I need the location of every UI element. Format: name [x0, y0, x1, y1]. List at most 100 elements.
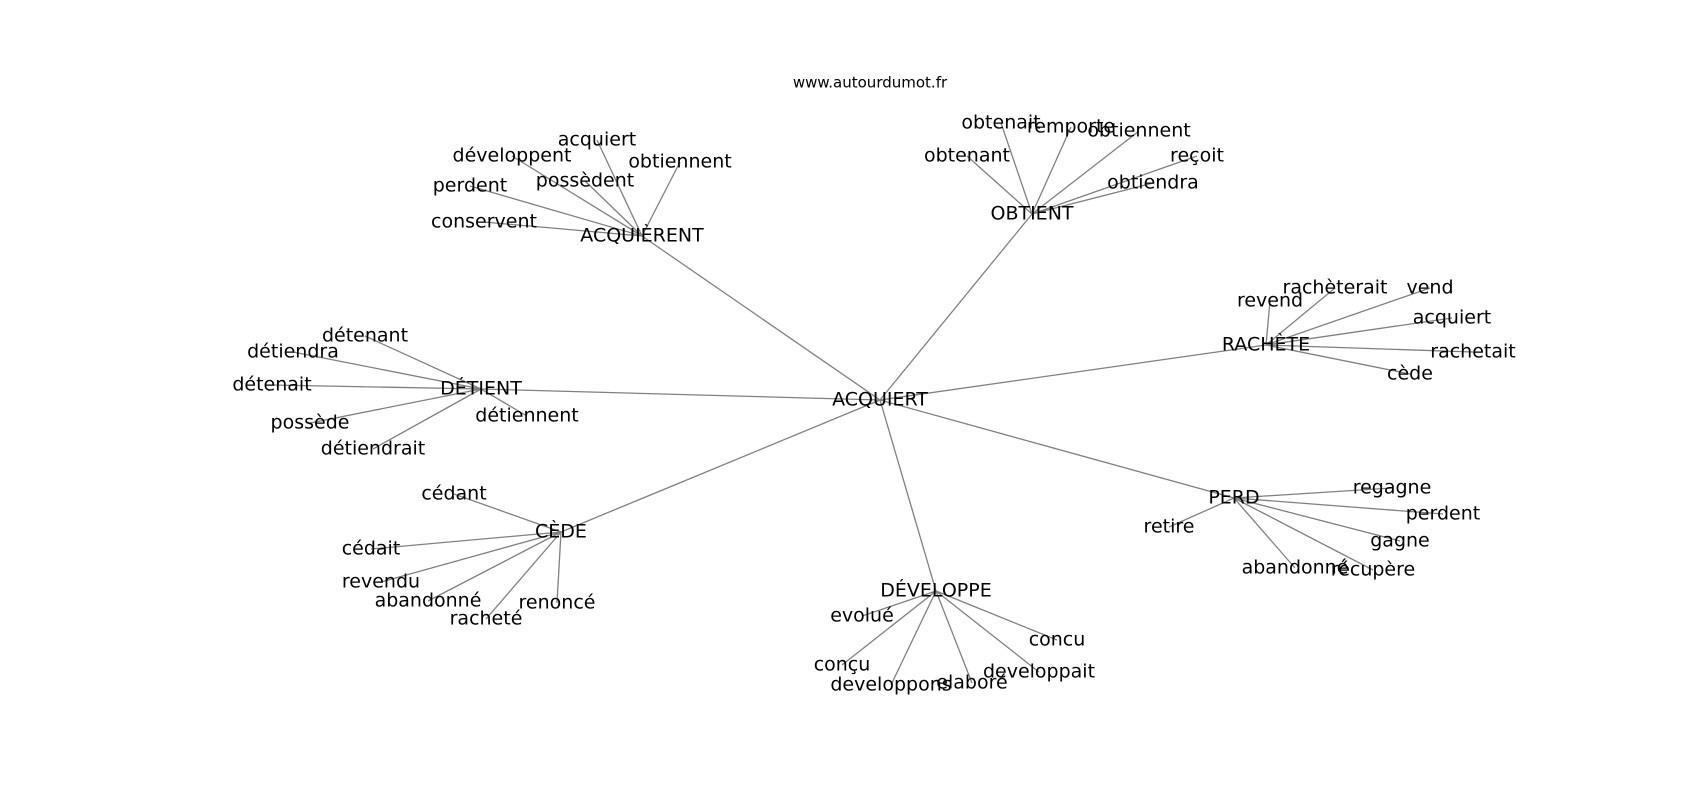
edge-perd-retire — [1168, 497, 1235, 528]
hub-node-perd[interactable]: PERD — [1208, 487, 1259, 509]
leaf-node-retire[interactable]: retire — [1144, 516, 1195, 538]
edge-perd-regagne — [1233, 487, 1393, 499]
leaf-node-recoit[interactable]: reçoit — [1170, 145, 1224, 167]
leaf-node-detenant[interactable]: détenant — [322, 325, 408, 347]
edge-acquierent-acquiert — [596, 139, 643, 237]
edge-cede-renonce — [556, 531, 562, 604]
edge-cede-revendu — [380, 531, 562, 583]
edge-center-perd — [879, 399, 1235, 499]
hub-node-cede[interactable]: CÈDE — [535, 520, 587, 543]
edge-acquierent-obtiennent — [641, 161, 681, 237]
leaf-node-obtenait[interactable]: obtenait — [961, 112, 1040, 134]
leaf-node-developpons[interactable]: developpons — [830, 674, 951, 696]
leaf-node-revend[interactable]: revend — [1237, 290, 1303, 312]
edge-rachete-racheterait — [1265, 287, 1336, 346]
edge-detient-detenait — [271, 384, 482, 390]
leaf-node-gagne[interactable]: gagne — [1370, 530, 1430, 552]
leaf-node-remporte[interactable]: remporte — [1027, 116, 1115, 138]
hub-node-rachete[interactable]: RACHÈTE — [1222, 333, 1310, 356]
edge-detient-detiendra — [292, 351, 482, 390]
edge-center-developpe — [879, 399, 937, 592]
edge-cede-cedait — [370, 531, 562, 550]
leaf-node-obtiennent[interactable]: obtiennent — [628, 151, 731, 173]
edge-obtient-obtenait — [1000, 122, 1033, 215]
hub-node-developpe[interactable]: DÉVELOPPE — [880, 579, 991, 602]
edge-perd-recupere — [1233, 497, 1374, 571]
hub-node-detient[interactable]: DÉTIENT — [440, 377, 522, 400]
edge-perd-gagne — [1233, 497, 1401, 542]
leaf-node-possedent[interactable]: possèdent — [536, 170, 634, 192]
edge-cede-abandonne — [427, 531, 562, 602]
leaf-node-vend[interactable]: vend — [1406, 277, 1453, 299]
edge-center-cede — [560, 399, 881, 533]
leaf-node-developpait[interactable]: developpait — [983, 661, 1095, 683]
center-node[interactable]: ACQUIERT — [832, 389, 928, 411]
edge-detient-detiendrait — [372, 388, 482, 450]
leaf-node-abandonne[interactable]: abandonné — [375, 590, 482, 612]
edge-detient-possede — [309, 388, 482, 424]
leaf-node-possede[interactable]: possède — [271, 412, 350, 434]
leaf-node-concu[interactable]: conçu — [814, 654, 871, 676]
leaf-node-detenait[interactable]: détenait — [232, 374, 311, 396]
edge-developpe-concu — [841, 590, 937, 666]
edge-center-acquierent — [641, 235, 881, 401]
leaf-node-concu[interactable]: concu — [1029, 629, 1086, 651]
edge-developpe-concu — [935, 590, 1058, 641]
edge-obtient-recoit — [1031, 155, 1198, 215]
leaf-node-perdent[interactable]: perdent — [1406, 503, 1480, 525]
edge-obtient-obtiendra — [1031, 182, 1154, 215]
edge-cede-cedant — [453, 493, 562, 533]
leaf-node-conservent[interactable]: conservent — [431, 211, 537, 233]
leaf-node-perdent[interactable]: perdent — [433, 175, 507, 197]
edge-rachete-vend — [1265, 287, 1431, 346]
edge-center-obtient — [879, 213, 1033, 401]
leaf-node-detiendra[interactable]: détiendra — [247, 341, 339, 363]
edge-acquierent-possedent — [584, 180, 643, 237]
leaf-node-developpent[interactable]: développent — [453, 145, 572, 167]
leaf-node-cedait[interactable]: cédait — [342, 538, 401, 560]
leaf-node-acquiert[interactable]: acquiert — [1413, 307, 1491, 329]
leaf-node-revendu[interactable]: revendu — [342, 571, 420, 593]
leaf-node-evolue[interactable]: evolué — [830, 605, 894, 627]
leaf-node-abandonne[interactable]: abandonné — [1242, 557, 1349, 579]
leaf-node-recupere[interactable]: récupère — [1331, 559, 1415, 581]
leaf-node-obtiendra[interactable]: obtiendra — [1107, 172, 1199, 194]
hub-node-obtient[interactable]: OBTIENT — [990, 203, 1073, 225]
leaf-node-elabore[interactable]: elaboré — [936, 672, 1007, 694]
source-label[interactable]: www.autourdumot.fr — [793, 74, 948, 92]
leaf-node-acquiert[interactable]: acquiert — [558, 129, 636, 151]
leaf-node-renonce[interactable]: renoncé — [519, 592, 596, 614]
leaf-node-detiennent[interactable]: détiennent — [475, 405, 578, 427]
edge-cede-rachete — [485, 531, 562, 620]
leaf-node-racheterait[interactable]: rachèterait — [1283, 277, 1388, 299]
edge-obtient-remporte — [1031, 126, 1072, 215]
leaf-node-regagne[interactable]: regagne — [1353, 477, 1432, 499]
edge-rachete-cede — [1265, 344, 1411, 375]
leaf-node-obtiennent[interactable]: obtiennent — [1087, 120, 1190, 142]
edge-detient-detiennent — [480, 388, 528, 417]
edge-obtient-obtenant — [966, 155, 1033, 215]
leaf-node-rachetait[interactable]: rachetait — [1430, 341, 1515, 363]
label-layer: www.autourdumot.fr ACQUIERT ACQUIÈRENT acq… — [232, 74, 1515, 696]
edge-developpe-developpons — [890, 590, 937, 686]
edge-perd-perdent — [1233, 497, 1444, 515]
edge-developpe-evolue — [861, 590, 937, 617]
edge-acquierent-conservent — [483, 221, 643, 237]
edge-center-rachete — [879, 344, 1267, 401]
leaf-node-detiendrait[interactable]: détiendrait — [321, 438, 425, 460]
leaf-node-obtenant[interactable]: obtenant — [924, 145, 1010, 167]
edge-rachete-acquiert — [1265, 317, 1453, 346]
leaf-node-cedant[interactable]: cédant — [421, 483, 486, 505]
leaf-node-cede[interactable]: cède — [1387, 363, 1433, 385]
hub-node-acquierent[interactable]: ACQUIÈRENT — [580, 224, 704, 247]
edge-rachete-revend — [1265, 300, 1271, 346]
edge-developpe-developpait — [935, 590, 1040, 673]
edge-obtient-obtiennent — [1031, 130, 1140, 215]
edge-center-detient — [480, 388, 881, 401]
edge-acquierent-developpent — [511, 155, 643, 237]
leaf-node-rachete[interactable]: racheté — [450, 608, 523, 630]
edge-perd-abandonne — [1233, 497, 1296, 569]
edge-acquierent-perdent — [469, 185, 643, 237]
edge-rachete-rachetait — [1265, 344, 1474, 353]
